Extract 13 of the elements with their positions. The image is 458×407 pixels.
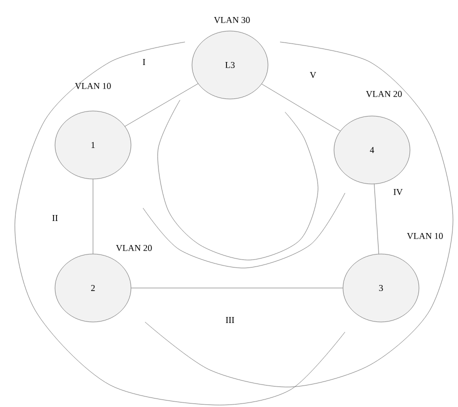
vlan-label: VLAN 30 [214,16,250,24]
segment-label: I [142,59,146,65]
link-line [92,179,94,254]
vlan-label: VLAN 20 [366,90,402,98]
link-line [262,84,340,132]
link-line [124,83,198,127]
segment-label: II [52,215,58,221]
vlan-label: VLAN 10 [406,232,443,240]
link-line [374,184,379,254]
segment-label: III [226,317,234,323]
vlan-label: VLAN 20 [116,244,152,252]
vlan-label: VLAN 10 [74,82,111,90]
segment-label: V [310,72,316,78]
